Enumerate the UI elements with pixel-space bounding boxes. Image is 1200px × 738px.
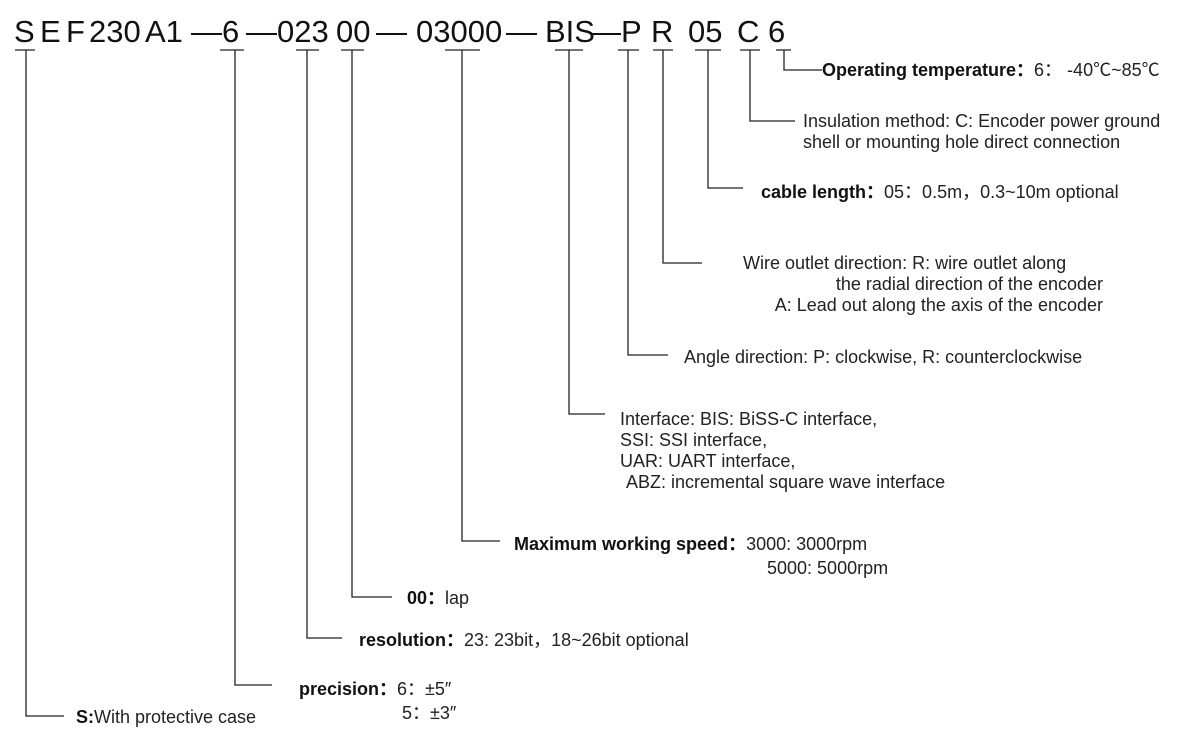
label-angle-direction: Angle direction: P: clockwise, R: counte… (684, 347, 1082, 368)
temperature-value: 6： -40℃~85℃ (1034, 60, 1160, 80)
label-precision-2: 5：±3″ (402, 703, 456, 724)
interface-line-3: UAR: UART interface, (620, 451, 796, 471)
code-seg-precision: —6 (191, 14, 240, 49)
code-seg-resolution: —023 (246, 14, 329, 49)
leader-interface (568, 50, 605, 415)
label-wire-outlet: Wire outlet direction: R: wire outlet al… (743, 253, 1103, 316)
interface-line-1: Interface: BIS: BiSS-C interface, (620, 409, 878, 429)
leader-resolution (306, 50, 342, 639)
label-interface: Interface: BIS: BiSS-C interface, SSI: S… (620, 409, 945, 493)
cable-sep: ： (866, 182, 885, 202)
label-max-speed-2: 5000: 5000rpm (767, 558, 888, 579)
outlet-line-1: Wire outlet direction: R: wire outlet al… (743, 253, 1067, 273)
leader-protective (25, 50, 64, 717)
label-resolution: resolution：23: 23bit，18~26bit optional (359, 630, 689, 651)
code-seg-outlet: R (651, 14, 674, 49)
code-seg-a1: A1 (145, 14, 183, 49)
code-seg-speed: 03000 (416, 14, 503, 49)
outlet-line-2: the radial direction of the encoder (835, 274, 1103, 294)
protective-value: With protective case (94, 707, 257, 727)
speed-value-1: 3000: 3000rpm (746, 534, 868, 554)
label-insulation: Insulation method: C: Encoder power grou… (803, 111, 1160, 153)
label-cable-length: cable length：05：0.5m，0.3~10m optional (761, 182, 1119, 203)
speed-key: Maximum working speed (514, 534, 729, 554)
leader-precision (234, 50, 272, 686)
protective-key: S: (76, 707, 94, 727)
code-seg-insulation: C (737, 14, 760, 49)
interface-line-2: SSI: SSI interface, (620, 430, 768, 450)
code-seg-cable: 05 (688, 14, 723, 49)
speed-sep: ： (728, 534, 747, 554)
leader-speed (461, 50, 500, 542)
precision-sep: ： (379, 679, 398, 699)
label-max-speed: Maximum working speed：3000: 3000rpm (514, 534, 867, 555)
code-seg-230: 230 (89, 14, 141, 49)
resolution-value: 23: 23bit，18~26bit optional (464, 630, 689, 650)
code-seg-interface: BIS (545, 14, 595, 49)
code-seg-e: E (40, 14, 61, 49)
label-lap: 00：lap (407, 588, 469, 609)
leader-angle (627, 50, 668, 356)
code-seg-dash-2: — (506, 14, 537, 49)
lap-value: lap (445, 588, 470, 608)
label-protective-case: S:With protective case (76, 707, 256, 728)
precision-value-2: 5：±3″ (402, 703, 457, 723)
precision-value-1: 6：±5″ (397, 679, 452, 699)
code-seg-lap: 00 (336, 14, 371, 49)
interface-line-4: ABZ: incremental square wave interface (626, 472, 946, 492)
label-operating-temperature: Operating temperature：6： -40℃~85℃ (822, 60, 1160, 81)
leader-temperature (783, 50, 822, 71)
outlet-line-3: A: Lead out along the axis of the encode… (774, 295, 1103, 315)
code-seg-s: S (14, 14, 35, 49)
insulation-line-1: Insulation method: C: Encoder power grou… (803, 111, 1161, 131)
angle-text: Angle direction: P: clockwise, R: counte… (684, 347, 1083, 367)
cable-value: 05：0.5m，0.3~10m optional (884, 182, 1119, 202)
code-seg-dash: — (376, 14, 407, 49)
label-precision: precision：6：±5″ (299, 679, 451, 700)
precision-key: precision (299, 679, 380, 699)
leader-lap (351, 50, 392, 598)
code-seg-temperature: 6 (768, 14, 786, 49)
resolution-key: resolution (359, 630, 447, 650)
cable-key: cable length (761, 182, 867, 202)
insulation-line-2: shell or mounting hole direct connection (803, 132, 1121, 152)
lap-sep: ： (427, 588, 446, 608)
temperature-sep: ： (1016, 60, 1035, 80)
code-seg-angle: —P (590, 14, 642, 49)
leader-outlet (662, 50, 702, 264)
code-seg-f: F (66, 14, 85, 49)
temperature-key: Operating temperature (822, 60, 1017, 80)
leader-insulation (749, 50, 795, 122)
leader-cable (707, 50, 743, 189)
resolution-sep: ： (446, 630, 465, 650)
lap-key: 00 (407, 588, 428, 608)
speed-value-2: 5000: 5000rpm (767, 558, 889, 578)
